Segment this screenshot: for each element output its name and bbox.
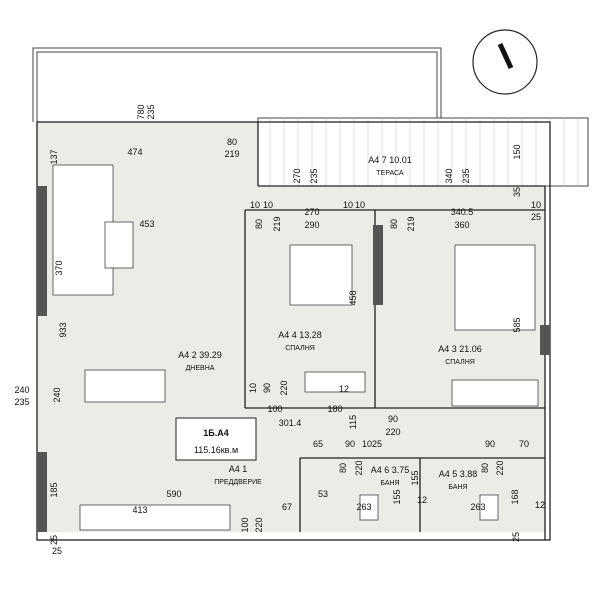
- dimension-label: 10: [531, 200, 541, 210]
- room-name: БАНЯ: [448, 484, 467, 491]
- dimension-label: 53: [318, 489, 328, 499]
- dimension-label: 150: [512, 144, 522, 159]
- dimension-label: 235: [146, 104, 156, 119]
- dimension-label: 220: [495, 460, 505, 475]
- dimension-label: 10: [250, 200, 260, 210]
- dimension-label: 155: [392, 489, 402, 504]
- dimension-label: 12: [417, 495, 427, 505]
- dimension-label: 780: [136, 104, 146, 119]
- dimension-label: 474: [127, 147, 142, 157]
- dimension-label: 340.5: [451, 207, 474, 217]
- apartment-code: 1Б.А4: [203, 428, 228, 438]
- apartment-area: 115.16кв.м: [194, 445, 238, 455]
- north-arrow-icon: [472, 29, 538, 95]
- dimension-label: 100: [267, 404, 282, 414]
- dimension-label: 301.4: [279, 418, 302, 428]
- room-label: A4 4 13.28: [278, 330, 322, 340]
- dimension-label: 180: [327, 404, 342, 414]
- room-label: A4 6 3.75: [371, 465, 410, 475]
- dimension-label: 270: [292, 168, 302, 183]
- dimension-label: 220: [385, 427, 400, 437]
- dimension-label: 290: [304, 220, 319, 230]
- dimension-label: 25: [531, 212, 541, 222]
- dimension-label: 219: [224, 149, 239, 159]
- dimension-label: 90: [345, 439, 355, 449]
- dimension-label: 240: [52, 387, 62, 402]
- apartment-tag: [175, 417, 257, 461]
- dimension-label: 10: [355, 200, 365, 210]
- dimension-label: 585: [512, 317, 522, 332]
- terrace-railing: [32, 47, 442, 122]
- dimension-label: 115: [348, 415, 358, 429]
- room-name: ТЕРАСА: [376, 170, 404, 177]
- room-label: A4 3 21.06: [438, 344, 482, 354]
- dimension-label: 263: [356, 502, 371, 512]
- wall-solid: [37, 186, 550, 532]
- room-name: ДНЕВНА: [186, 365, 215, 372]
- dimension-label: 235: [14, 397, 29, 407]
- dimension-label: 10: [248, 383, 258, 393]
- rooms-floor: [245, 186, 545, 532]
- dimension-label: 453: [139, 219, 154, 229]
- dimension-label: 235: [461, 168, 471, 183]
- dimension-label: 80: [338, 463, 348, 473]
- dimension-label: 90: [388, 414, 398, 424]
- dimension-label: 1025: [362, 439, 382, 449]
- dimension-label: 25: [49, 535, 59, 545]
- dimension-label: 90: [485, 439, 495, 449]
- dimension-label: 263: [470, 502, 485, 512]
- room-name: СПАЛНЯ: [285, 345, 315, 352]
- furniture: [52, 164, 539, 531]
- dimension-label: 590: [166, 489, 181, 499]
- terrace-area: [257, 117, 589, 187]
- dimension-label: 80: [389, 219, 399, 229]
- dimension-label: 10: [263, 200, 273, 210]
- dimension-label: 137: [49, 149, 59, 164]
- room-label: A4 7 10.01: [368, 155, 412, 165]
- dimension-label: 80: [227, 137, 237, 147]
- room-name: СПАЛНЯ: [445, 359, 475, 366]
- dimension-label: 25: [511, 532, 521, 542]
- room-name: ПРЕДДВЕРИЕ: [214, 479, 262, 486]
- dimension-label: 70: [519, 439, 529, 449]
- dimension-label: 90: [262, 383, 272, 393]
- dimension-label: 270: [304, 207, 319, 217]
- dimension-label: 25: [52, 546, 62, 556]
- dimension-label: 413: [132, 505, 147, 515]
- dimension-label: 458: [348, 290, 358, 305]
- dimension-label: 220: [254, 517, 264, 532]
- dimension-label: 219: [272, 216, 282, 231]
- dimension-label: 12: [339, 384, 349, 394]
- dimension-label: 35: [512, 187, 522, 197]
- room-label: A4 5 3.88: [439, 469, 478, 479]
- dimension-label: 67: [282, 502, 292, 512]
- room-label: A4 1: [229, 464, 248, 474]
- dimension-label: 65: [313, 439, 323, 449]
- dimension-label: 12: [535, 500, 545, 510]
- dimension-label: 235: [309, 168, 319, 183]
- dimension-label: 10: [343, 200, 353, 210]
- room-name: БАНЯ: [380, 480, 399, 487]
- dimension-label: 168: [510, 489, 520, 504]
- dimension-label: 360: [454, 220, 469, 230]
- dimension-label: 219: [406, 216, 416, 231]
- dimension-label: 220: [279, 380, 289, 395]
- dimension-label: 80: [480, 463, 490, 473]
- dimension-label: 370: [54, 260, 64, 275]
- dimension-label: 155: [410, 470, 420, 485]
- dimension-label: 933: [58, 322, 68, 337]
- dimension-label: 185: [49, 482, 59, 497]
- room-label: A4 2 39.29: [178, 350, 222, 360]
- dimension-label: 340: [444, 168, 454, 183]
- dimension-label: 240: [14, 385, 29, 395]
- dimension-label: 80: [254, 219, 264, 229]
- dimension-label: 220: [354, 460, 364, 475]
- dimension-label: 100: [240, 517, 250, 532]
